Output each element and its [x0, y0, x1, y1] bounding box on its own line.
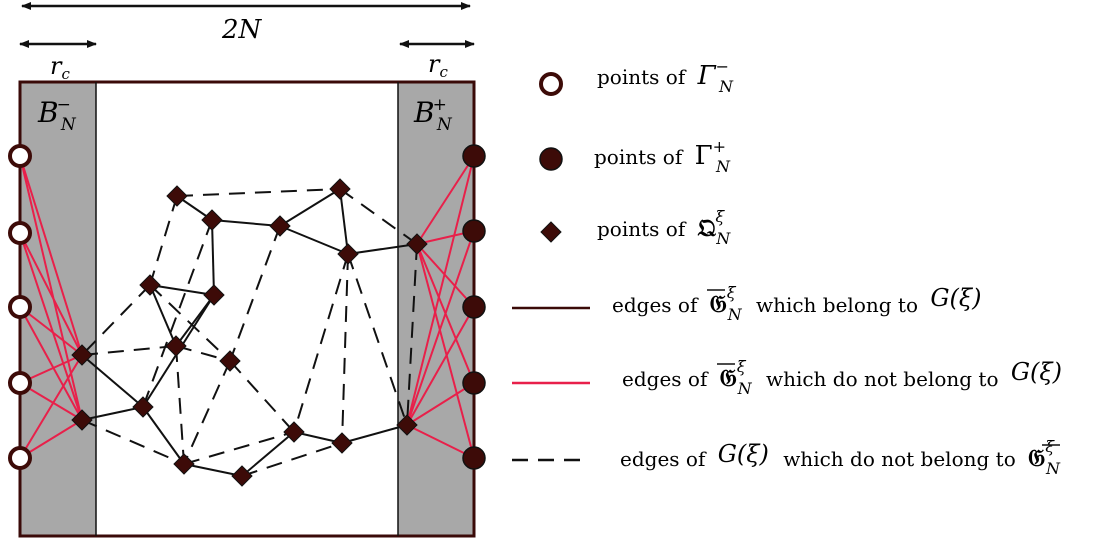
width-label: 2N — [221, 15, 263, 45]
gamma-plus-points — [462, 144, 486, 470]
legend-gamma-minus: points of Γ−N — [597, 57, 734, 96]
filled-circle-icon — [539, 147, 563, 171]
dashed-edges — [81, 188, 418, 477]
right-band-label: B+N — [413, 95, 453, 135]
hollow-circle-icon — [539, 72, 563, 96]
black-edges — [81, 188, 418, 477]
right-rc-label: rc — [428, 50, 448, 81]
red-edges-right — [406, 155, 475, 459]
diamond-icon — [540, 221, 562, 243]
left-band-label: B−N — [37, 95, 77, 135]
q-points — [71, 178, 428, 487]
legend-gamma-plus: points of Γ+N — [594, 137, 731, 176]
left-rc-label: rc — [50, 52, 70, 83]
gamma-minus-points — [8, 144, 32, 470]
red-edges-left — [19, 155, 83, 459]
